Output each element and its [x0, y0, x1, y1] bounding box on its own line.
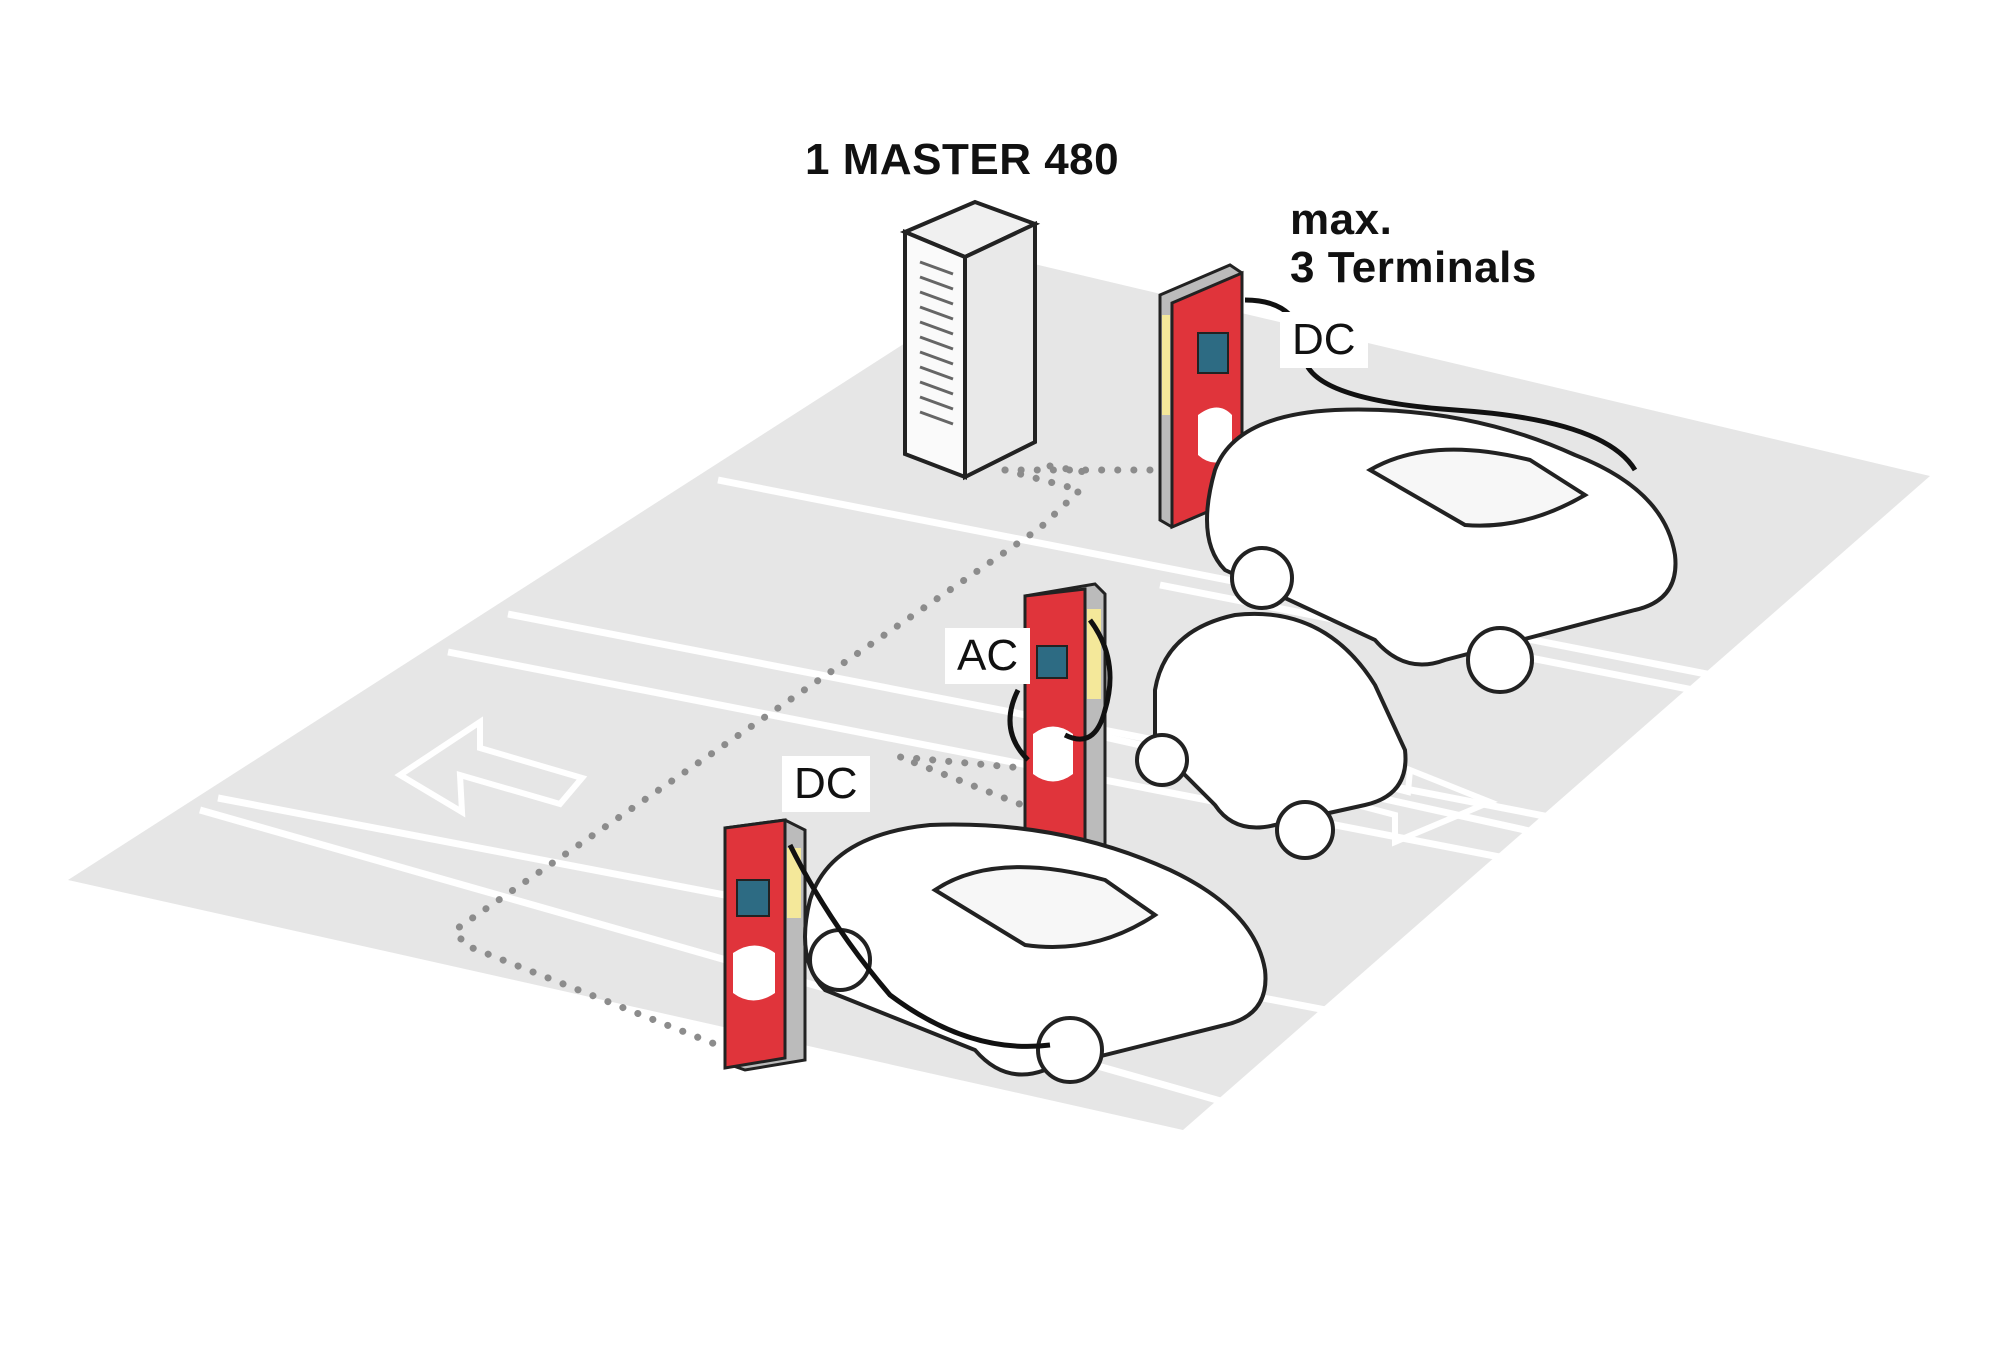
dc-label-top: DC: [1280, 312, 1368, 368]
terminals-label-line1: max.: [1290, 195, 1392, 245]
charging-terminal-icon: [725, 820, 805, 1070]
terminals-label-line2: 3 Terminals: [1290, 243, 1537, 293]
dc-label-bottom: DC: [782, 756, 870, 812]
master-label: 1 MASTER 480: [805, 135, 1119, 185]
master-unit: [905, 202, 1035, 477]
ac-label: AC: [945, 628, 1030, 684]
